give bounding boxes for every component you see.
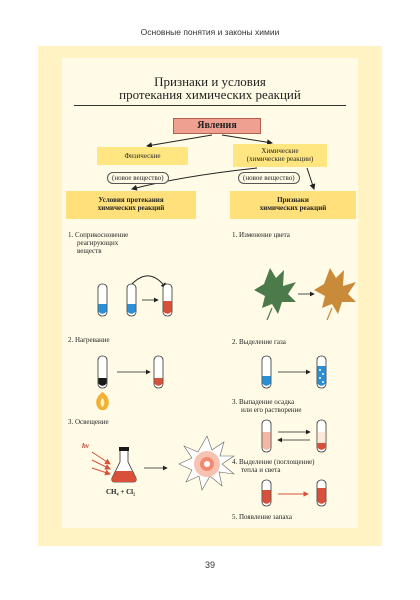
sign-item-gas: 2. Выделение газа bbox=[232, 338, 286, 346]
color-change-illustration bbox=[254, 268, 356, 321]
sign-4-line-1: 4. Выделение (поглощение) bbox=[232, 458, 315, 466]
conditions-header: Условия протекания химических реакций bbox=[66, 191, 196, 219]
condition-item-heating: 2. Нагревание bbox=[68, 336, 110, 344]
arrow-to-signs bbox=[306, 167, 316, 190]
diagram-page: Признаки и условия протекания химических… bbox=[38, 46, 382, 546]
condition-item-light: 3. Освещение bbox=[68, 418, 109, 426]
physical-box: Физические bbox=[97, 147, 188, 165]
branch-arrows bbox=[131, 134, 316, 191]
condition-1-line-1: 1. Соприкосновение bbox=[68, 231, 129, 239]
running-head: Основные понятия и законы химии bbox=[140, 27, 280, 37]
title-line-1: Признаки и условия bbox=[154, 74, 266, 89]
reaction-formula: CH₄ + Cl₂ bbox=[106, 488, 136, 496]
gas-illustration bbox=[261, 355, 327, 389]
heating-illustration bbox=[96, 355, 164, 411]
condition-1-line-2: реагирующих bbox=[77, 239, 119, 247]
heat-light-illustration bbox=[261, 479, 327, 507]
gas-bubbles-icon bbox=[319, 369, 324, 383]
diagram-graphics bbox=[91, 134, 356, 507]
phenomena-box: Явления bbox=[173, 118, 261, 134]
sign-item-color: 1. Изменение цвета bbox=[232, 231, 290, 239]
signs-header-line-2: химических реакций bbox=[259, 204, 327, 212]
page-number: 39 bbox=[204, 560, 215, 570]
sign-4-line-2: тепла и света bbox=[241, 466, 281, 474]
sign-item-heat-light: 4. Выделение (поглощение) тепла и света bbox=[232, 458, 315, 474]
transfer-arrow bbox=[131, 275, 167, 289]
chemical-box: Химические (химические реакции) bbox=[233, 144, 327, 167]
precipitate-illustration bbox=[261, 419, 327, 453]
diagram-panel: Признаки и условия протекания химических… bbox=[62, 58, 358, 528]
diagram-title: Признаки и условия протекания химических… bbox=[62, 75, 358, 101]
green-leaf-icon bbox=[254, 268, 296, 314]
illumination-illustration bbox=[91, 435, 235, 491]
arrow-to-conditions bbox=[131, 167, 258, 191]
light-rays-icon bbox=[91, 451, 111, 476]
chemical-note: (новое вещество) bbox=[238, 172, 300, 184]
conditions-header-line-2: химических реакций bbox=[97, 204, 165, 212]
chemical-label: Химические bbox=[261, 147, 299, 155]
physical-note: (новое вещество) bbox=[107, 172, 169, 184]
arrow-to-physical bbox=[146, 134, 213, 149]
sign-3-line-1: 3. Выпадение осадка bbox=[232, 398, 295, 406]
contact-tubes-illustration bbox=[97, 275, 173, 317]
condition-1-line-3: веществ bbox=[77, 247, 102, 255]
light-symbol: hν bbox=[82, 442, 89, 450]
title-line-2: протекания химических реакций bbox=[119, 87, 301, 102]
explosion-icon bbox=[178, 435, 235, 491]
brown-leaf-icon bbox=[314, 268, 356, 314]
sign-item-smell: 5. Появление запаха bbox=[232, 513, 292, 521]
title-rule bbox=[74, 105, 346, 106]
conditions-header-line-1: Условия протекания bbox=[98, 196, 164, 204]
signs-header: Признаки химических реакций bbox=[230, 191, 356, 219]
sign-item-precipitate: 3. Выпадение осадка или его растворение bbox=[232, 398, 302, 414]
arrow-to-chemical bbox=[221, 134, 273, 146]
signs-header-line-1: Признаки bbox=[277, 196, 309, 204]
chemical-sublabel: (химические реакции) bbox=[246, 155, 314, 163]
condition-item-contact: 1. Соприкосновение реагирующих веществ bbox=[68, 231, 128, 255]
sign-3-line-2: или его растворение bbox=[241, 406, 302, 414]
